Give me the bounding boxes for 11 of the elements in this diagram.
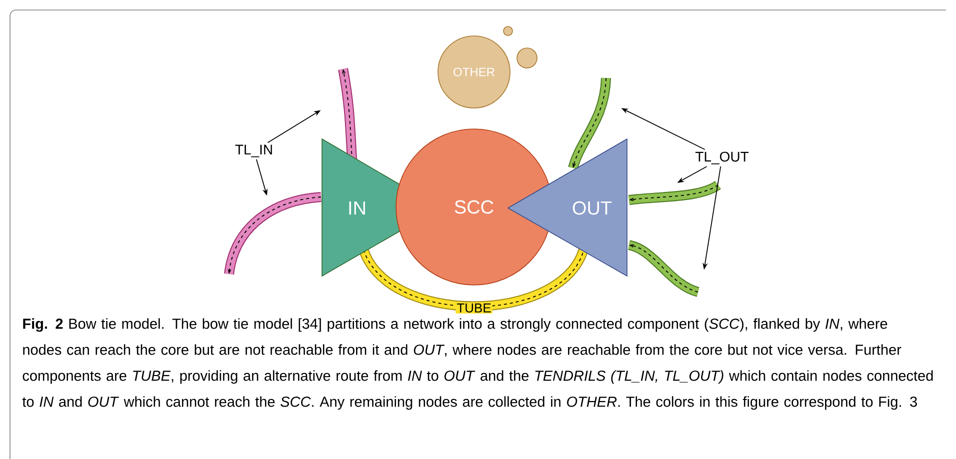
- tendril-label: TL_IN: [235, 144, 272, 158]
- tendril-band: [224, 192, 322, 275]
- tendril-label: TL_OUT: [695, 152, 749, 164]
- caption-text: Fig. 2 Bow tie model. The bow tie model [34] partitions a network into a strongly connected component (SCC), flanked by IN, where nodes can reach the core but are not reachable from it and OUT, where nodes are reachable from the core but not vice versa. Further components are TUBE, providing an alternative route from IN to OUT and the TENDRILS (TL_IN, TL_OUT) which contain nodes connected to IN and OUT which cannot reach the SCC. Any remaining nodes are collected in OTHER. The colors in this figure correspond to Fig. 3: [22, 318, 933, 410]
- tendril-band: [628, 180, 721, 205]
- tube-band: TUBE: [357, 242, 590, 314]
- tendril-band: [338, 68, 357, 160]
- small-circle: [503, 26, 513, 36]
- tendril-band: [568, 78, 611, 170]
- tendril-band: [628, 240, 700, 297]
- small-circle: [516, 48, 538, 68]
